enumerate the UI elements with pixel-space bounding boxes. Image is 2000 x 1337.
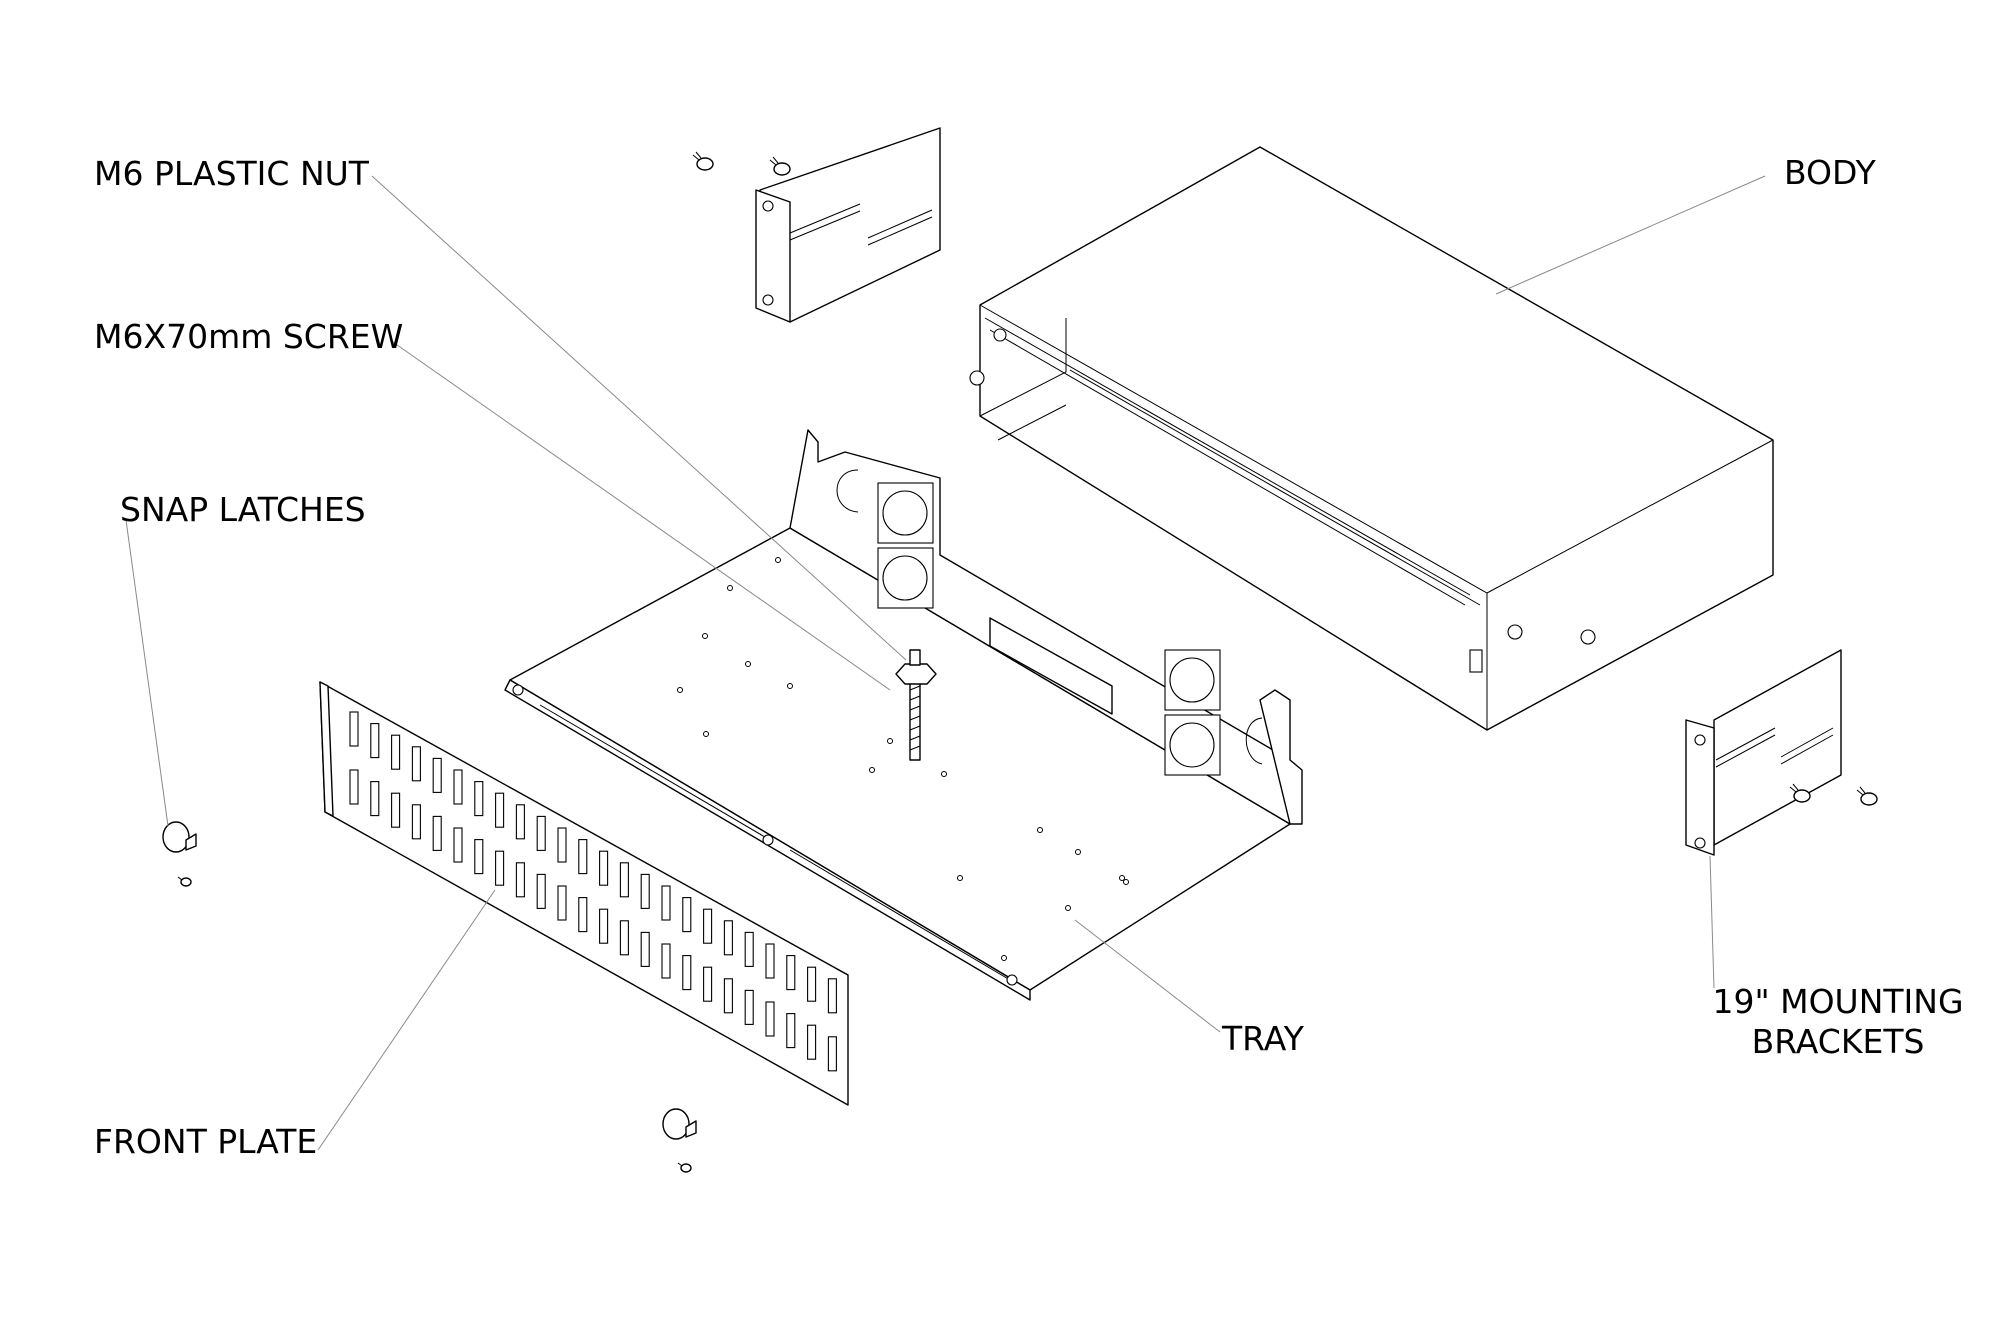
leader-front-plate: [317, 889, 496, 1151]
adapter-slot: [682, 897, 692, 933]
adapter-slot: [536, 873, 546, 909]
adapter-slot: [661, 943, 671, 979]
adapter-slot: [370, 723, 380, 759]
adapter-slot: [474, 781, 484, 817]
leader-plastic-nut: [371, 175, 907, 661]
front-plate-part: [319, 681, 849, 1106]
screw-icon: [1789, 783, 1811, 803]
adapter-slot: [557, 885, 567, 921]
adapter-slot: [349, 769, 359, 805]
leader-snap-latches: [125, 519, 169, 827]
adapter-slot: [599, 850, 609, 886]
adapter-slot: [474, 839, 484, 875]
leader-screw: [389, 339, 891, 691]
snap-latch-bottom: [662, 1108, 697, 1173]
bracket-screws-bottom: [1789, 783, 1878, 806]
screw-icon: [677, 1162, 692, 1173]
adapter-slot: [453, 769, 463, 805]
adapter-slot: [703, 908, 713, 944]
label-front-plate: FRONT PLATE: [94, 1122, 317, 1161]
leader-body: [1495, 175, 1766, 295]
adapter-slot: [765, 943, 775, 979]
adapter-slot: [640, 931, 650, 967]
adapter-slot: [682, 955, 692, 991]
bracket-screws-top: [692, 151, 791, 176]
m6-screw-and-nut: [895, 649, 937, 761]
adapter-slot: [807, 1024, 817, 1060]
screw-icon: [1856, 786, 1878, 806]
adapter-slot: [599, 908, 609, 944]
adapter-slot: [578, 839, 588, 875]
adapter-slot: [619, 920, 629, 956]
mounting-bracket-bottom: [1685, 649, 1842, 856]
label-screw: M6X70mm SCREW: [94, 317, 403, 356]
screw-icon: [177, 876, 192, 887]
mounting-bracket-top: [755, 127, 941, 323]
adapter-slot: [370, 781, 380, 817]
adapter-slot: [723, 920, 733, 956]
adapter-slot: [453, 827, 463, 863]
adapter-slot: [432, 815, 442, 851]
adapter-slot: [807, 966, 817, 1002]
adapter-slot: [744, 989, 754, 1025]
adapter-slot: [786, 955, 796, 991]
adapter-slot: [536, 815, 546, 851]
adapter-slot: [391, 792, 401, 828]
adapter-slot: [391, 734, 401, 770]
snap-latch-left: [162, 821, 197, 887]
adapter-slot: [723, 978, 733, 1014]
adapter-slot: [827, 978, 837, 1014]
adapter-slot: [619, 862, 629, 898]
adapter-slot: [349, 711, 359, 747]
adapter-slot: [411, 746, 421, 782]
adapter-slot: [557, 827, 567, 863]
adapter-slot: [640, 873, 650, 909]
label-body: BODY: [1784, 153, 1877, 192]
adapter-slot: [703, 966, 713, 1002]
adapter-slot: [495, 792, 505, 828]
adapter-slot: [786, 1013, 796, 1049]
label-brackets-line2: BRACKETS: [1752, 1022, 1925, 1061]
adapter-slot: [515, 804, 525, 840]
label-snap-latches: SNAP LATCHES: [120, 490, 366, 529]
adapter-slot: [432, 757, 442, 793]
label-brackets-line1: 19" MOUNTING: [1712, 982, 1963, 1021]
label-plastic-nut: M6 PLASTIC NUT: [94, 154, 370, 193]
adapter-slot: [411, 804, 421, 840]
adapter-slot: [827, 1036, 837, 1072]
adapter-slot: [578, 897, 588, 933]
label-tray: TRAY: [1221, 1019, 1305, 1058]
adapter-slot: [661, 885, 671, 921]
leader-tray: [1074, 919, 1221, 1033]
leader-lines: [125, 175, 1766, 1151]
tray-part: [504, 429, 1303, 1001]
adapter-slot: [765, 1001, 775, 1037]
body-part: [969, 146, 1774, 731]
leader-brackets: [1709, 855, 1715, 989]
screw-icon: [769, 156, 791, 176]
adapter-slot: [744, 931, 754, 967]
screw-icon: [692, 151, 714, 171]
adapter-slot: [515, 862, 525, 898]
adapter-slot: [495, 850, 505, 886]
